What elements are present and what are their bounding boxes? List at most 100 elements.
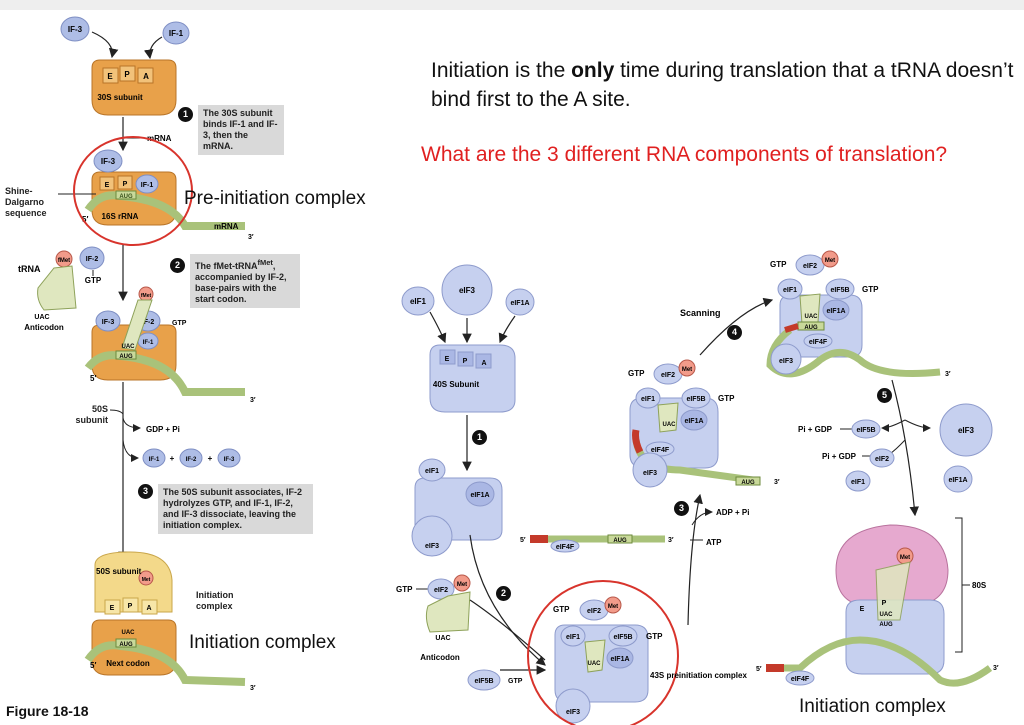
initiation-complex-left-label: Initiation complex xyxy=(189,632,336,653)
if1-factor-top: IF-1 xyxy=(162,21,190,45)
mrna-eif4f: AUG eIF4F 5′ 3′ xyxy=(520,534,674,553)
ternary-gtp-label: GTP xyxy=(396,585,413,594)
right-step-4-badge: 4 xyxy=(727,325,742,340)
release-eif2: eIF2 xyxy=(875,456,889,463)
preinit-three-prime: 3′ xyxy=(248,234,254,241)
bound-aug-label: AUG xyxy=(119,354,133,360)
bound-five-prime: 5′ xyxy=(90,374,96,383)
svg-text:E: E xyxy=(860,606,865,613)
subunit-40s-label: 40S Subunit xyxy=(433,380,480,389)
bound-eif1a-label: eIF1A xyxy=(470,492,489,499)
c43-eif1a-label: eIF1A xyxy=(610,656,629,663)
plus-1: + xyxy=(170,454,175,463)
slide-heading: Initiation is the only time during trans… xyxy=(431,56,1021,114)
eif-factors-top: eIF1 eIF3 eIF1A xyxy=(401,264,535,316)
preinit-five-prime: 5′ xyxy=(82,215,88,224)
release-eif3: eIF3 xyxy=(958,426,975,435)
scan-eif5b-label: eIF5B xyxy=(686,396,705,403)
released-if3: IF-3 xyxy=(224,457,235,463)
atg-eif1a-label: eIF1A xyxy=(826,308,845,315)
release-pi-gdp-1: Pi + GDP xyxy=(798,425,833,434)
bound-eif3-label: eIF3 xyxy=(425,543,439,550)
trna-if2-label: IF-2 xyxy=(86,256,99,263)
note2-superscript: fMet xyxy=(257,258,273,267)
shine-dalgarno-label: Shine-Dalgarno sequence xyxy=(5,186,47,218)
release-eif1: eIF1 xyxy=(851,479,865,486)
note-step-3: The 50S subunit associates, IF-2 hydroly… xyxy=(158,484,313,534)
scanning-label: Scanning xyxy=(680,308,721,318)
c43-gtp-label: GTP xyxy=(553,605,570,614)
atg-uac-label: UAC xyxy=(805,314,819,320)
atg-three-prime: 3′ xyxy=(945,371,951,378)
preinit-mrna-label: mRNA xyxy=(214,222,239,231)
scanning-complex: GTP eIF2 Met eIF1 eIF5B GTP eIF1A UAC eI… xyxy=(628,359,780,488)
complex-43s-highlight-circle xyxy=(527,580,679,725)
final-five-prime: 5′ xyxy=(90,661,96,670)
atg-eif5b-gtp: GTP xyxy=(862,285,879,294)
mrna-label-arrow: mRNA xyxy=(147,134,172,143)
scan-eif3-label: eIF3 xyxy=(643,470,657,477)
release-pi-gdp-2: Pi + GDP xyxy=(822,452,857,461)
site-a-label: A xyxy=(143,72,149,81)
ribo-three-prime: 3′ xyxy=(993,665,999,672)
note-step-1: The 30S subunit binds IF-1 and IF-3, the… xyxy=(198,105,284,155)
if1-label-top: IF-1 xyxy=(169,29,184,38)
pre-initiation-highlight-circle xyxy=(73,136,193,246)
ribosome-80s: Met E P UAC AUG eIF4F 5′ 3′ xyxy=(756,524,999,687)
top-bar xyxy=(0,0,1024,10)
bound-eif1-label: eIF1 xyxy=(425,468,439,475)
ternary-anticodon-label: Anticodon xyxy=(420,653,460,662)
complex-43s-label: 43S preinitiation complex xyxy=(650,671,747,680)
ribosome-80s-label: 80S xyxy=(972,581,987,590)
preinit-site-e: E xyxy=(105,182,110,189)
ribo-five-prime: 5′ xyxy=(756,666,762,673)
ternary-eif2-label: eIF2 xyxy=(434,587,448,594)
complex-trna-bound-left: IF-3 IF-2 GTP IF-1 fMet AUG UAC 5′ 3′ xyxy=(84,286,256,404)
final-site-a: A xyxy=(146,605,151,612)
mrna-aug-label: AUG xyxy=(613,538,627,544)
complex-at-start-codon: GTP eIF2 Met eIF1 eIF5B GTP eIF1A UAC AU… xyxy=(766,250,951,378)
c43-uac-label: UAC xyxy=(588,661,602,667)
c43-eif1-label: eIF1 xyxy=(566,634,580,641)
c43-eif5b-gtp: GTP xyxy=(646,632,663,641)
if3-factor-top: IF-3 xyxy=(60,16,90,42)
next-codon-label: Next codon xyxy=(106,659,150,668)
rrna-16s-label: 16S rRNA xyxy=(102,212,139,221)
svg-text:P: P xyxy=(882,600,887,607)
site-p-label: P xyxy=(124,70,130,79)
trna-anticodon-label: Anticodon xyxy=(24,323,64,332)
scan-eif4f-label: eIF4F xyxy=(651,447,670,454)
final-three-prime: 3′ xyxy=(250,685,256,692)
scan-eif1a-label: eIF1A xyxy=(684,418,703,425)
final-aug-label: AUG xyxy=(119,642,133,648)
trna-gtp-label: GTP xyxy=(85,276,102,285)
complex-43s: GTP eIF2 Met eIF1 eIF5B GTP eIF1A UAC eI… xyxy=(553,596,663,724)
preinit-if1-label: IF-1 xyxy=(141,182,154,189)
preinit-aug-label: AUG xyxy=(119,194,133,200)
left-step-2-badge: 2 xyxy=(170,258,185,273)
bound-if2-label: IF-2 xyxy=(142,319,155,326)
heading-text-end: time during translation that a tRNA does… xyxy=(431,59,1014,111)
eif5b-label: eIF5B xyxy=(474,678,493,685)
atg-eif4f-label: eIF4F xyxy=(809,339,828,346)
preinit-site-p: P xyxy=(123,181,128,188)
atg-eif3-label: eIF3 xyxy=(779,358,793,365)
top-eif1-label: eIF1 xyxy=(410,297,427,306)
gdp-pi-label: GDP + Pi xyxy=(146,425,180,434)
pre-initiation-complex-label: Pre-initiation complex xyxy=(184,188,366,209)
bound-fmet-label: fMet xyxy=(141,293,152,299)
released-if2: IF-2 xyxy=(186,457,197,463)
initiation-complex-small-label: Initiation complex xyxy=(196,590,234,611)
eif5b-gtp: eIF5B GTP xyxy=(467,669,523,691)
top-eif3-label: eIF3 xyxy=(459,286,476,295)
mrna-five-prime: 5′ xyxy=(520,537,526,544)
final-uac-label: UAC xyxy=(122,630,136,636)
release-eif1a: eIF1A xyxy=(948,477,967,484)
release-eif5b: eIF5B xyxy=(856,427,875,434)
c43-eif2-label: eIF2 xyxy=(587,608,601,615)
subunit-50s-left-label: 50S subunit xyxy=(75,404,109,425)
released-factors: IF-1 + IF-2 + IF-3 xyxy=(142,448,241,468)
initiation-complex-left: E P A Met AUG UAC 50S subunit Next codon… xyxy=(84,551,256,692)
atg-aug-label: AUG xyxy=(804,325,818,331)
svg-text:P: P xyxy=(463,358,468,365)
